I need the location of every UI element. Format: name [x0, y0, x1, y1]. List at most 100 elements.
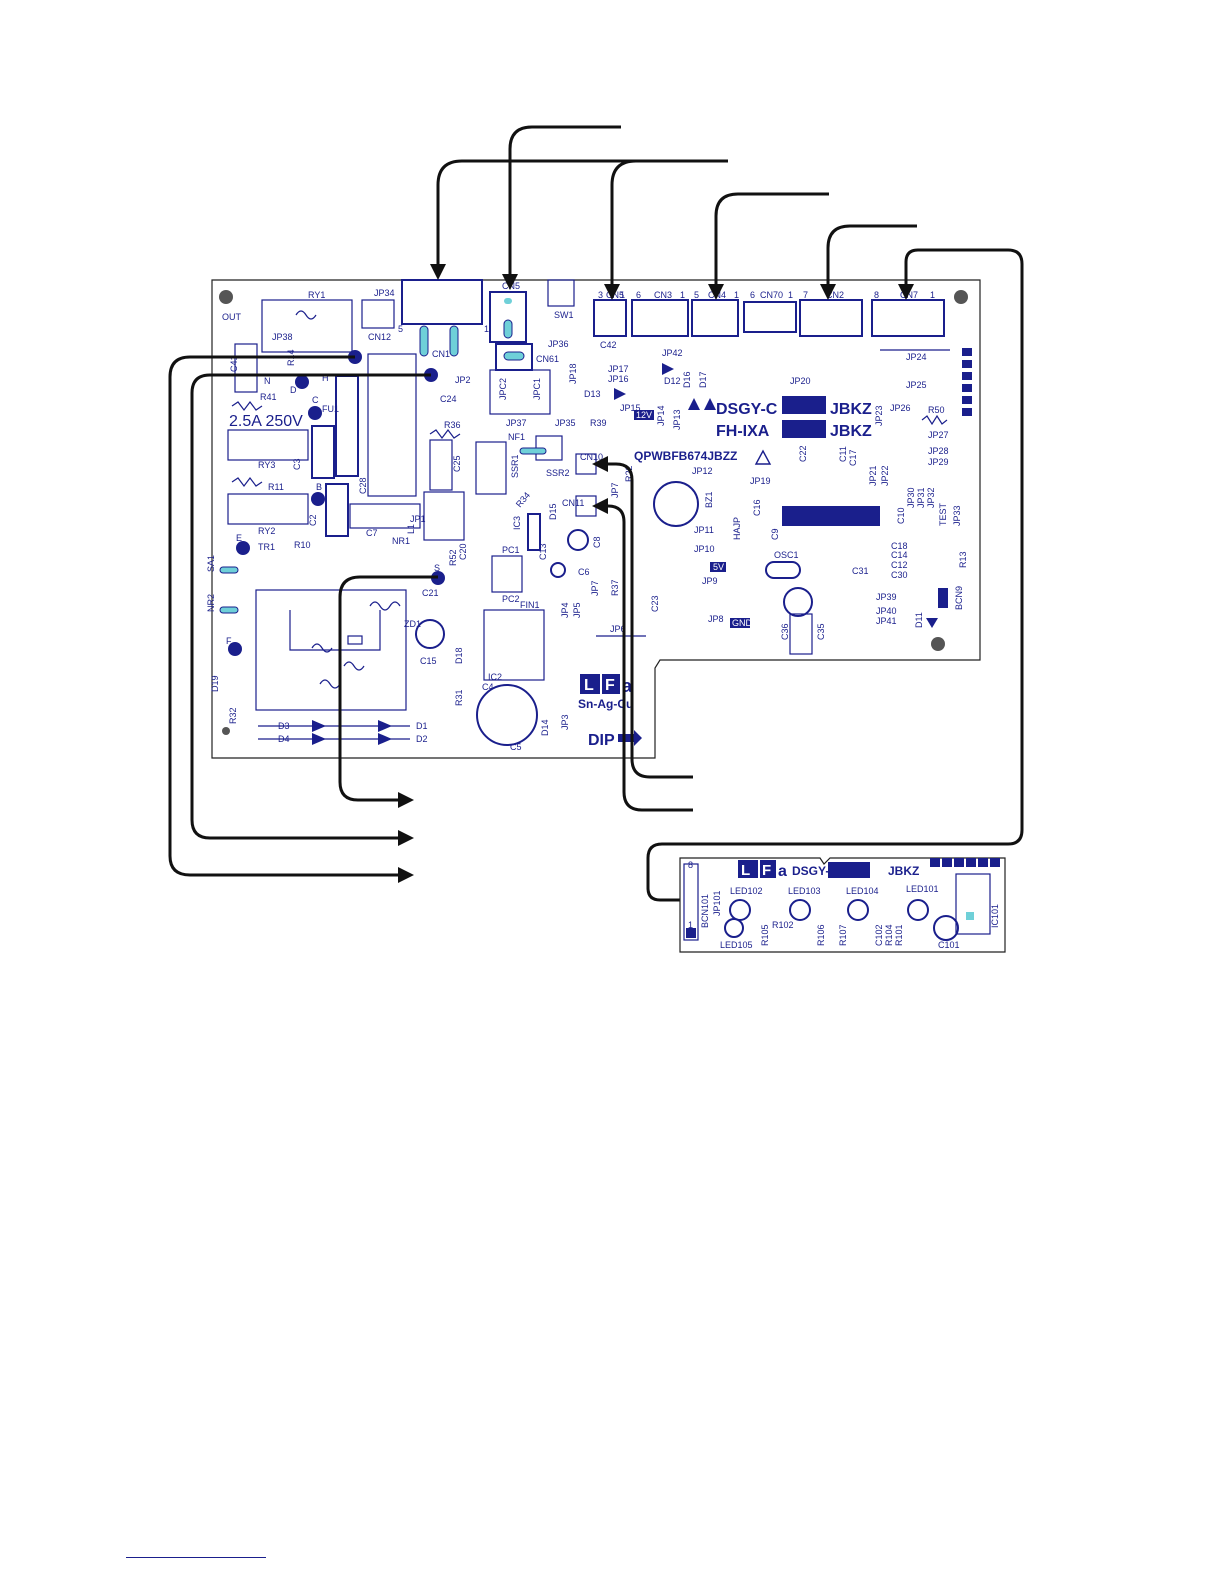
- display-c101: C101: [938, 940, 960, 950]
- label-jp15: JP15: [620, 403, 641, 413]
- label-d1: D1: [416, 721, 428, 731]
- label-tr1: TR1: [258, 542, 275, 552]
- label-jp11: JP11: [694, 525, 714, 535]
- label-hajp: HAJP: [732, 517, 742, 540]
- label-ry2: RY2: [258, 526, 275, 536]
- label-jp1: JP1: [410, 514, 426, 524]
- label-jp32: JP32: [926, 487, 936, 508]
- label-r22: R22: [624, 465, 634, 482]
- label-ssr1: SSR1: [510, 454, 520, 478]
- label-d14: D14: [540, 719, 550, 736]
- mount-hole: [931, 637, 945, 651]
- label-jp18: JP18: [568, 363, 578, 384]
- label-c13: C13: [538, 543, 548, 560]
- display-r106: R106: [816, 924, 826, 946]
- label-jp24: JP24: [906, 352, 927, 362]
- label-cn4-pin5: 5: [694, 290, 699, 300]
- label-gnd: GND: [732, 618, 753, 628]
- display-led103: LED103: [788, 886, 821, 896]
- label-test: TEST: [938, 502, 948, 526]
- label-n: N: [264, 376, 271, 386]
- display-led105: LED105: [720, 940, 753, 950]
- label-c12: C12: [891, 560, 908, 570]
- lf-logo-a: a: [622, 676, 633, 696]
- display-r105: R105: [760, 924, 770, 946]
- lf-logo-f: F: [605, 677, 615, 694]
- label-jp16: JP16: [608, 374, 629, 384]
- display-led102: LED102: [730, 886, 763, 896]
- center-section: 5 1 CN1 JP2 C24 R36 C25 NF1 SSR1 R34 SSR…: [398, 279, 716, 749]
- label-blank-box: [782, 396, 826, 414]
- label-out: OUT: [222, 312, 242, 322]
- label-jp22: JP22: [880, 465, 890, 486]
- label-c35: C35: [816, 623, 826, 640]
- display-led101: LED101: [906, 884, 939, 894]
- label-c8: C8: [592, 536, 602, 548]
- label-jp5: JP5: [572, 602, 582, 618]
- label-jp17: JP17: [608, 364, 629, 374]
- label-c24: C24: [440, 394, 457, 404]
- label-c4: C4: [482, 682, 494, 692]
- label-jp30: JP30: [906, 487, 916, 508]
- label-d19: D19: [210, 675, 220, 692]
- mcu-chip: [782, 506, 880, 526]
- label-c15: C15: [420, 656, 437, 666]
- label-jp21: JP21: [868, 465, 878, 486]
- label-c21: C21: [422, 588, 439, 598]
- label-cn3-pin1: 1: [680, 290, 685, 300]
- label-jp2: JP2: [455, 375, 471, 385]
- label-cn12: CN12: [368, 332, 391, 342]
- label-r39: R39: [590, 418, 607, 428]
- label-ry3: RY3: [258, 460, 275, 470]
- label-cn1-pin5: 5: [398, 324, 403, 334]
- label-d11: D11: [914, 612, 924, 628]
- label-jp36: JP36: [548, 339, 569, 349]
- label-d16: D16: [682, 371, 692, 388]
- display-r101: R101: [894, 924, 904, 946]
- label-jp33: JP33: [952, 505, 962, 526]
- label-d12: D12: [664, 376, 681, 386]
- label-bcn9: BCN9: [954, 586, 964, 610]
- label-d13: D13: [584, 389, 601, 399]
- label-c6: C6: [578, 567, 590, 577]
- label-jp9: JP9: [702, 576, 718, 586]
- footer-rule: [126, 1557, 266, 1558]
- display-r107: R107: [838, 924, 848, 946]
- label-jp37: JP37: [506, 418, 527, 428]
- label-nf1: NF1: [508, 432, 525, 442]
- label-cn4-pin1: 1: [734, 290, 739, 300]
- label-osc1: OSC1: [774, 550, 799, 560]
- label-cn70-pin6: 6: [750, 290, 755, 300]
- display-jp101: JP101: [712, 890, 722, 916]
- label-c10: C10: [896, 507, 906, 524]
- label-cn70-pin1: 1: [788, 290, 793, 300]
- label-cn61: CN61: [536, 354, 559, 364]
- label-c: C: [312, 395, 319, 405]
- label-r11: R11: [268, 482, 284, 492]
- label-d17: D17: [698, 371, 708, 388]
- label-jp3: JP3: [560, 714, 570, 730]
- label-cn3: CN3: [654, 290, 672, 300]
- mount-hole: [219, 290, 233, 304]
- display-pin8: 8: [688, 860, 693, 870]
- label-fin1: FIN1: [520, 600, 540, 610]
- label-c3: C3: [292, 458, 302, 470]
- test-points: [228, 350, 445, 656]
- label-l1: L1: [406, 524, 416, 534]
- label-jp40: JP40: [876, 606, 897, 616]
- label-5v: 5V: [713, 562, 724, 572]
- label-jp12: JP12: [692, 466, 713, 476]
- display-lf-f: F: [762, 862, 771, 879]
- label-s: S: [434, 563, 440, 573]
- label-dsgy: DSGY-C: [716, 401, 778, 418]
- label-d: D: [290, 385, 297, 395]
- label-nr1: NR1: [392, 536, 410, 546]
- label-cn70: CN70: [760, 290, 783, 300]
- label-jpc2: JPC2: [498, 378, 508, 400]
- display-pin1: 1: [688, 920, 693, 930]
- label-cn-pin3: 3: [598, 290, 603, 300]
- label-nr2: NR2: [206, 594, 216, 612]
- power-section: RY1 OUT JP34 CN12 JP38 C41 R14 D N H R41…: [206, 288, 570, 752]
- label-r37: R37: [610, 579, 620, 596]
